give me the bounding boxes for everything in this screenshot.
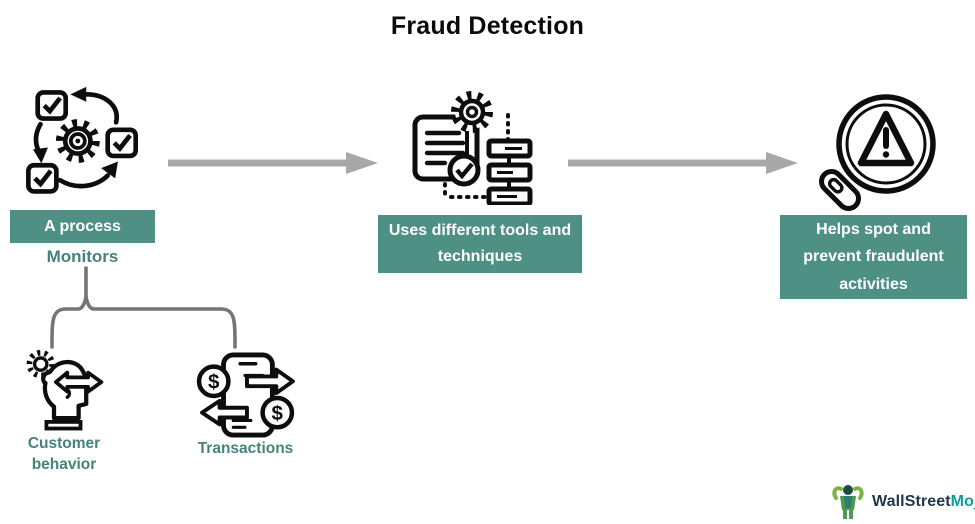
child-label-transactions: Transactions [197, 440, 294, 457]
svg-text:$: $ [208, 371, 220, 394]
document-gear-checklist-icon [405, 85, 540, 205]
process-cycle-icon [25, 85, 140, 197]
logo-mascot-icon [826, 482, 870, 522]
step-label-tools: Uses different tools and techniques [378, 215, 582, 273]
logo-text: WallStreetMojo [872, 493, 975, 511]
checkbox-glyph [26, 90, 139, 194]
flow-arrow-2 [568, 148, 798, 178]
step-label-a-process: A process [10, 210, 155, 243]
head-gear-arrows-icon [18, 348, 108, 438]
magnifier-warning-icon [806, 84, 936, 219]
branch-connector [40, 260, 250, 352]
wallstreetmojo-logo: WallStreetMojo [826, 482, 975, 522]
dollar-circle: $ [196, 364, 231, 399]
page-title: Fraud Detection [390, 12, 585, 40]
step-label-text: Helps spot and prevent fraudulent activi… [803, 221, 944, 293]
step-label-helps-spot: Helps spot and prevent fraudulent activi… [780, 215, 967, 299]
logo-text-primary: WallStreet [872, 493, 951, 510]
svg-text:$: $ [272, 402, 284, 425]
step-label-text: A process [44, 217, 121, 235]
child-label-customer-behavior: Customer behavior [27, 435, 101, 473]
phone-money-transfer-icon: $ $ [193, 352, 298, 440]
logo-text-secondary: Mojo [950, 493, 975, 510]
monitors-label: Monitors [46, 247, 119, 266]
dollar-circle: $ [260, 395, 295, 430]
flow-arrow-1 [168, 148, 378, 178]
step-label-text: Uses different tools and techniques [388, 222, 572, 265]
